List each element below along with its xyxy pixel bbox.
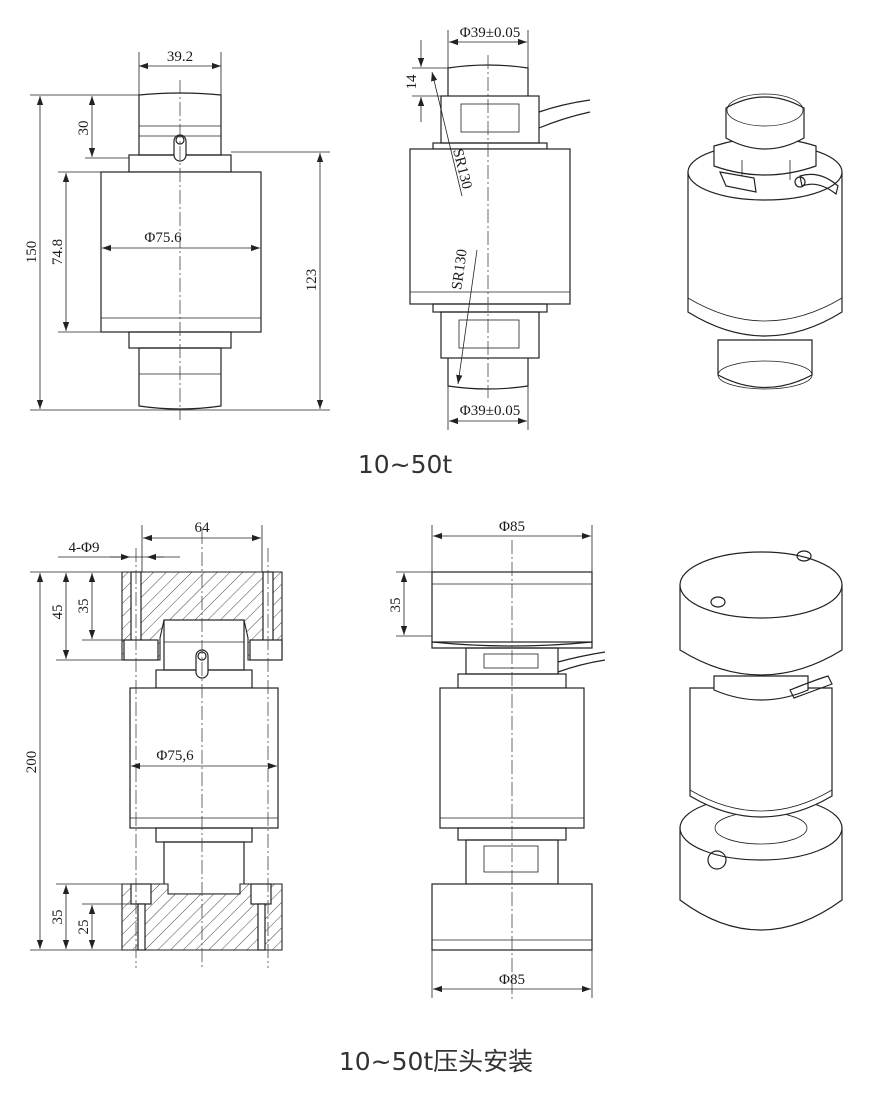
caption-mounting: 10~50t压头安装 [339,1047,533,1076]
mounting-isometric-view [679,550,843,931]
dim-123-label: 123 [304,269,320,292]
dim-diameter-39-top-label: Φ39±0.05 [460,25,520,41]
load-cell-side-view: Φ39±0.05 14 SR130 SR130 Φ39±0.05 [404,25,591,430]
dim-diameter-85-top-label: Φ85 [499,519,525,535]
dim-39-2-label: 39.2 [167,49,193,65]
load-cell-front-view: 39.2 150 30 74.8 Φ75.6 123 [24,49,330,420]
dim-30-label: 30 [76,121,92,136]
dim-35-label: 35 [388,598,404,613]
dim-35-top-label: 35 [76,599,92,614]
radius-lower-label: SR130 [449,248,471,291]
dim-64-label: 64 [195,520,211,536]
dim-diameter-75-6-label: Φ75.6 [144,230,182,246]
dim-diameter-85-bottom-label: Φ85 [499,972,525,988]
dim-150-label: 150 [24,241,40,264]
mounting-side-view: Φ85 35 Φ85 [388,519,606,1000]
mounting-front-view: 64 4-Φ9 200 45 35 Φ75,6 35 25 [24,520,283,968]
load-cell-front-outline [100,92,262,410]
radius-lower-leader [456,249,478,385]
dim-35-bottom-label: 35 [50,910,66,925]
caption-10-50t: 10~50t [358,450,453,479]
dim-4-holes-label: 4-Φ9 [69,540,100,556]
dim-74-8-label: 74.8 [50,239,66,265]
load-cell-side-outline [409,64,591,390]
dim-diameter-75-6-label: Φ75,6 [156,748,194,764]
dim-25-label: 25 [76,920,92,935]
radius-upper-leader [431,71,463,197]
dim-200-label: 200 [24,751,40,774]
dim-14-label: 14 [404,74,420,90]
dim-diameter-39-bottom-label: Φ39±0.05 [460,403,520,419]
dim-45-label: 45 [50,605,66,620]
load-cell-isometric-view [687,93,843,390]
